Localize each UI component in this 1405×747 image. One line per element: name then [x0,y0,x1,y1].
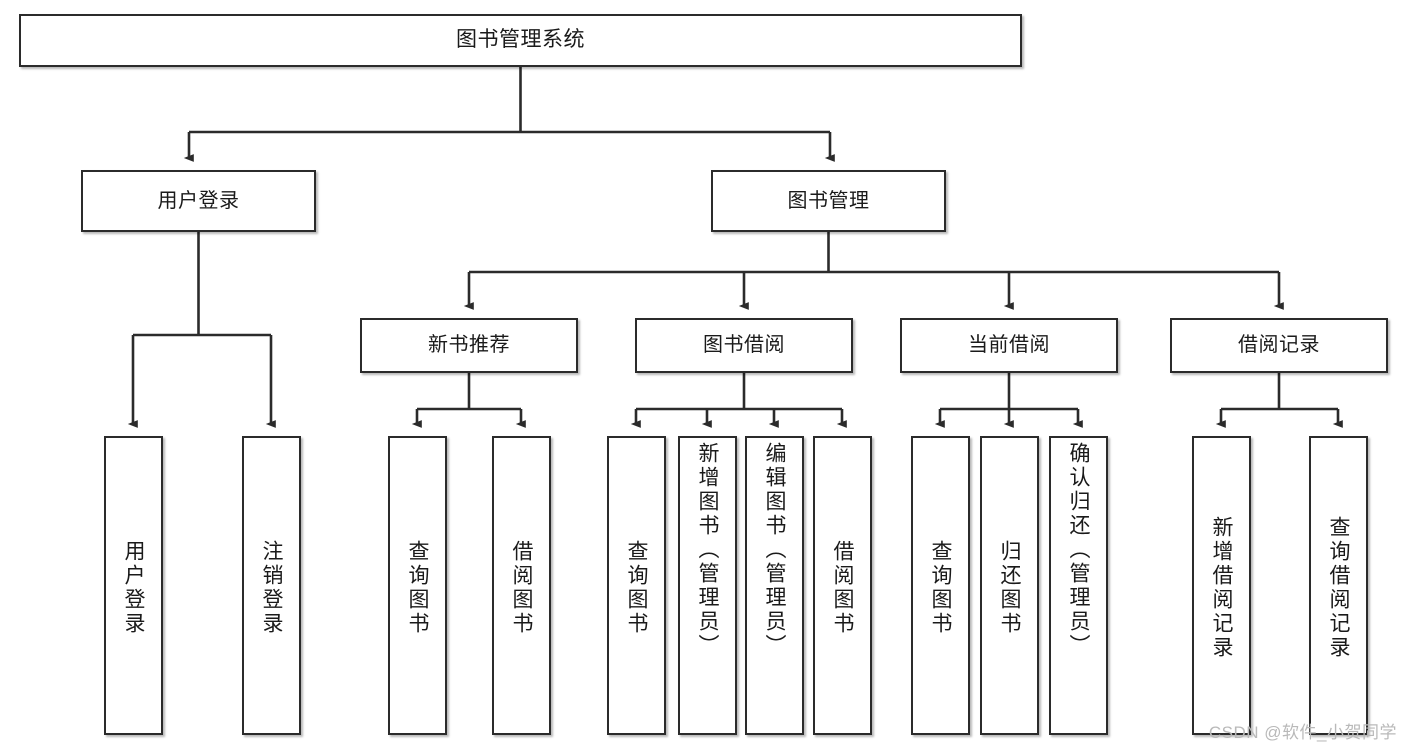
node-user-login-label: 用户登录 [157,189,240,212]
node-book-borrow[interactable]: 图书借阅 [635,318,853,373]
leaf-user-login-logout-label: 注销登录 [260,539,283,636]
leaf-current-return-book[interactable]: 归还图书 [980,436,1039,735]
leaf-record-add-record-label: 新增借阅记录 [1210,515,1233,660]
leaf-current-confirm-return[interactable]: 确认归还（管理员） [1049,436,1108,735]
node-user-login[interactable]: 用户登录 [81,170,316,232]
node-root-label: 图书管理系统 [456,28,585,52]
leaf-borrow-edit-book-label: 编辑图书（管理员） [763,442,786,658]
node-borrow-record-label: 借阅记录 [1238,334,1320,356]
leaf-record-query-record[interactable]: 查询借阅记录 [1309,436,1368,735]
leaf-recommend-query-book[interactable]: 查询图书 [388,436,447,735]
leaf-borrow-add-book-label: 新增图书（管理员） [696,442,719,658]
leaf-current-confirm-return-label: 确认归还（管理员） [1067,442,1090,658]
node-current-borrow[interactable]: 当前借阅 [900,318,1118,373]
leaf-current-query-book[interactable]: 查询图书 [911,436,970,735]
leaf-user-login-login-label: 用户登录 [122,539,145,636]
leaf-recommend-borrow-book[interactable]: 借阅图书 [492,436,551,735]
leaf-user-login-login[interactable]: 用户登录 [104,436,163,735]
leaf-user-login-logout[interactable]: 注销登录 [242,436,301,735]
node-book-management[interactable]: 图书管理 [711,170,946,232]
leaf-borrow-query-book-label: 查询图书 [625,539,648,636]
leaf-borrow-query-book[interactable]: 查询图书 [607,436,666,735]
node-new-book-recommend-label: 新书推荐 [428,334,510,356]
leaf-record-add-record[interactable]: 新增借阅记录 [1192,436,1251,735]
leaf-borrow-add-book[interactable]: 新增图书（管理员） [678,436,737,735]
leaf-current-return-book-label: 归还图书 [998,539,1021,636]
leaf-current-query-book-label: 查询图书 [929,539,952,636]
node-book-borrow-label: 图书借阅 [703,334,785,356]
leaf-borrow-borrow-book-label: 借阅图书 [831,539,854,636]
node-borrow-record[interactable]: 借阅记录 [1170,318,1388,373]
leaf-record-query-record-label: 查询借阅记录 [1327,515,1350,660]
leaf-borrow-edit-book[interactable]: 编辑图书（管理员） [745,436,804,735]
node-book-management-label: 图书管理 [787,189,870,212]
leaf-borrow-borrow-book[interactable]: 借阅图书 [813,436,872,735]
node-new-book-recommend[interactable]: 新书推荐 [360,318,578,373]
node-current-borrow-label: 当前借阅 [968,334,1050,356]
node-root-system[interactable]: 图书管理系统 [19,14,1022,67]
leaf-recommend-borrow-book-label: 借阅图书 [510,539,533,636]
leaf-recommend-query-book-label: 查询图书 [406,539,429,636]
